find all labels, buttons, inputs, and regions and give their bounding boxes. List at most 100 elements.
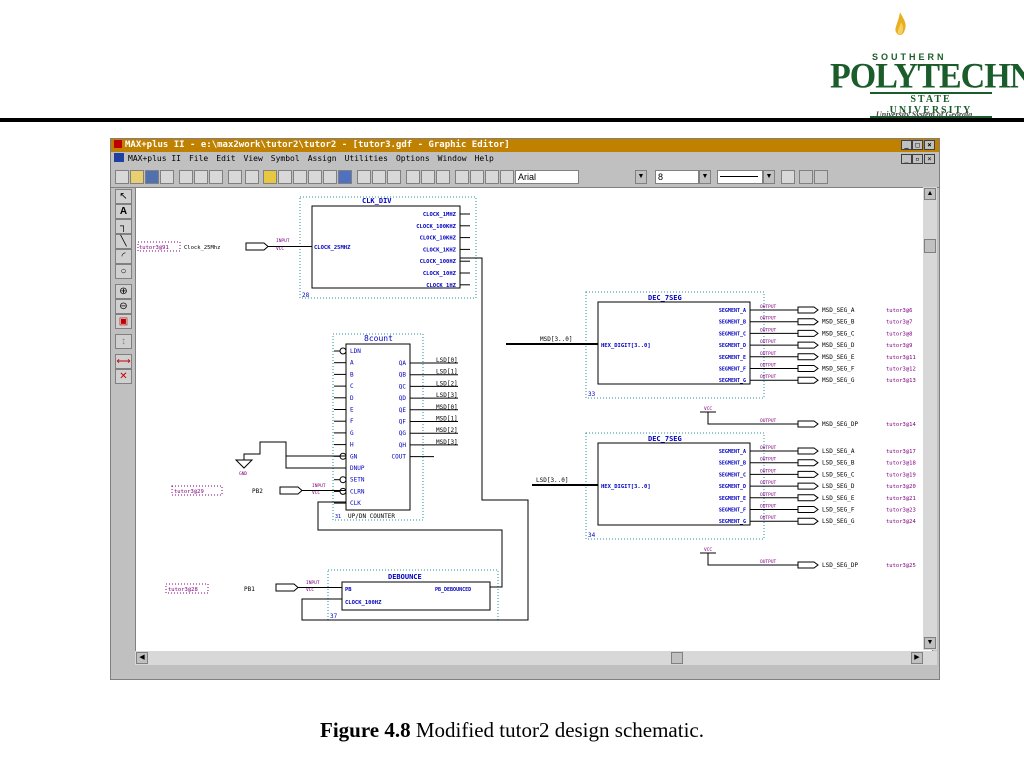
debounce-id: 37 xyxy=(330,613,338,620)
decoder-msd-symbol[interactable]: DEC_7SEG33HEX_DIGIT[3..0]SEGMENT_AOUTPUT… xyxy=(576,291,916,428)
debounce-symbol[interactable]: DEBOUNCE 37 PB CLOCK_100HZ PB_DEBOUNCED xyxy=(327,569,499,621)
output-pin-name: LSD_SEG_B xyxy=(822,460,855,467)
output-pin-name: LSD_SEG_D xyxy=(822,483,855,490)
save-icon[interactable] xyxy=(145,170,159,184)
fit-page-icon[interactable]: ▣ xyxy=(115,314,132,329)
scroll-left-icon[interactable]: ◀ xyxy=(136,652,148,664)
text-editor-icon[interactable] xyxy=(455,170,469,184)
font-size-dropdown-icon[interactable]: ▼ xyxy=(699,170,711,184)
zoom-in-icon[interactable]: ⊕ xyxy=(115,284,132,299)
save-check-icon[interactable] xyxy=(293,170,307,184)
menu-help[interactable]: Help xyxy=(474,154,494,163)
line-style-dropdown-icon[interactable]: ▼ xyxy=(763,170,775,184)
floorplan-icon[interactable] xyxy=(278,170,292,184)
open-file-icon[interactable] xyxy=(130,170,144,184)
menu-window[interactable]: Window xyxy=(437,154,467,163)
font-name-dropdown-icon[interactable]: ▼ xyxy=(635,170,647,184)
help-icon[interactable] xyxy=(245,170,259,184)
menu-symbol[interactable]: Symbol xyxy=(270,154,300,163)
decoder-segment-label: SEGMENT_F xyxy=(719,367,746,373)
arc-tool-icon[interactable]: ◜ xyxy=(115,249,132,264)
output-pin-loc: tutor3@21 xyxy=(886,496,916,502)
font-name-select[interactable]: Arial xyxy=(515,170,579,184)
scroll-down-icon[interactable]: ▼ xyxy=(924,637,936,649)
timing-icon[interactable] xyxy=(387,170,401,184)
font-size-select[interactable]: 8 xyxy=(655,170,699,184)
copy-icon[interactable] xyxy=(194,170,208,184)
clk-div-symbol[interactable]: CLK_DIV 28 CLOCK_25MHZ CLOCK_1MHZCLOCK_1… xyxy=(299,196,477,299)
app-icon xyxy=(114,140,122,148)
window-titlebar[interactable]: MAX+plus II - e:\max2work\tutor2\tutor2 … xyxy=(111,139,939,152)
decoder-segment-label: SEGMENT_B xyxy=(719,320,746,326)
flip-icon[interactable]: ↕ xyxy=(115,334,132,349)
menu-options[interactable]: Options xyxy=(395,154,430,163)
connect-icon[interactable]: ⟷ xyxy=(115,354,132,369)
ortho-line-tool-icon[interactable]: ┐ xyxy=(115,219,132,234)
caption-text: Modified tutor2 design schematic. xyxy=(410,718,704,742)
vertical-scrollbar[interactable]: ▲ ▼ xyxy=(923,187,937,650)
minimize-button[interactable]: _ xyxy=(901,140,912,150)
doc-restore-button[interactable]: ▫ xyxy=(912,154,923,164)
vertical-thumb[interactable] xyxy=(924,239,936,253)
symbol-icon[interactable] xyxy=(436,170,450,184)
debounce-to-clk-wire xyxy=(317,501,503,588)
menu-utilities[interactable]: Utilities xyxy=(344,154,388,163)
message-icon[interactable] xyxy=(500,170,514,184)
menu-view[interactable]: View xyxy=(243,154,263,163)
line-style-select[interactable] xyxy=(717,170,763,184)
logo-line2: POLYTECHNIC xyxy=(830,57,1024,96)
programmer-icon[interactable] xyxy=(406,170,420,184)
graphic-icon[interactable] xyxy=(421,170,435,184)
menu-edit[interactable]: Edit xyxy=(216,154,236,163)
cut-icon[interactable] xyxy=(179,170,193,184)
close-button[interactable]: × xyxy=(924,140,935,150)
pb1-input-pin[interactable]: tutor3@28 PB1 INPUT VCC xyxy=(165,580,342,594)
circle-tool-icon[interactable]: ○ xyxy=(115,264,132,279)
text-tool-icon[interactable]: A xyxy=(115,204,132,219)
output-tag: OUTPUT xyxy=(760,316,777,322)
horizontal-thumb[interactable] xyxy=(671,652,683,664)
floorplan-editor-icon[interactable] xyxy=(485,170,499,184)
orthogonal-icon[interactable] xyxy=(799,170,813,184)
select-tool-icon[interactable]: ↖ xyxy=(115,189,132,204)
counter-output-label: QA xyxy=(399,360,407,367)
decoder-segment-label: SEGMENT_G xyxy=(719,378,746,384)
scroll-right-icon[interactable]: ▶ xyxy=(911,652,923,664)
paste-icon[interactable] xyxy=(209,170,223,184)
output-pin-name: MSD_SEG_A xyxy=(822,307,855,314)
doc-minimize-button[interactable]: _ xyxy=(901,154,912,164)
maximize-button[interactable]: □ xyxy=(912,140,923,150)
output-pin-loc: tutor3@13 xyxy=(886,378,916,384)
simulator-icon[interactable] xyxy=(372,170,386,184)
pb2-input-pin[interactable]: tutor3@29 PB2 INPUT VCC xyxy=(171,483,346,496)
decoder-title: DEC_7SEG xyxy=(648,294,682,302)
zoom-out-icon[interactable]: ⊖ xyxy=(115,299,132,314)
print-icon[interactable] xyxy=(160,170,174,184)
new-file-icon[interactable] xyxy=(115,170,129,184)
diagonal-line-tool-icon[interactable]: ╲ xyxy=(115,234,132,249)
hierarchy-icon[interactable] xyxy=(263,170,277,184)
vcc-label: VCC xyxy=(704,406,712,412)
menu-maxplus[interactable]: MAX+plus II xyxy=(128,154,181,163)
disconnect-icon[interactable]: ✕ xyxy=(115,369,132,384)
save-simulate-icon[interactable] xyxy=(323,170,337,184)
horizontal-scrollbar[interactable]: ◀ ▶ xyxy=(135,651,937,665)
clock-input-pin[interactable]: tutor3@91 Clock_25Mhz INPUT VCC xyxy=(137,238,312,252)
menu-assign[interactable]: Assign xyxy=(307,154,337,163)
doc-close-button[interactable]: × xyxy=(924,154,935,164)
menu-file[interactable]: File xyxy=(188,154,209,163)
save-compile-icon[interactable] xyxy=(308,170,322,184)
compiler-icon[interactable] xyxy=(357,170,371,184)
project-icon[interactable] xyxy=(338,170,352,184)
clk-div-output-label: CLOCK_10KHZ xyxy=(420,236,457,242)
decoder-segment-label: SEGMENT_G xyxy=(719,519,746,525)
undo-icon[interactable] xyxy=(228,170,242,184)
rubberband-icon[interactable] xyxy=(781,170,795,184)
grid-icon[interactable] xyxy=(814,170,828,184)
schematic-drawing[interactable]: CLK_DIV 28 CLOCK_25MHZ CLOCK_1MHZCLOCK_1… xyxy=(136,188,924,651)
counter-symbol[interactable]: 8count UP/DN COUNTER 31 LDNABCDEFGHGNDNU… xyxy=(332,333,458,521)
scroll-up-icon[interactable]: ▲ xyxy=(924,188,936,200)
decoder-lsd-symbol[interactable]: DEC_7SEG34HEX_DIGIT[3..0]SEGMENT_AOUTPUT… xyxy=(576,432,916,569)
waveform-icon[interactable] xyxy=(470,170,484,184)
